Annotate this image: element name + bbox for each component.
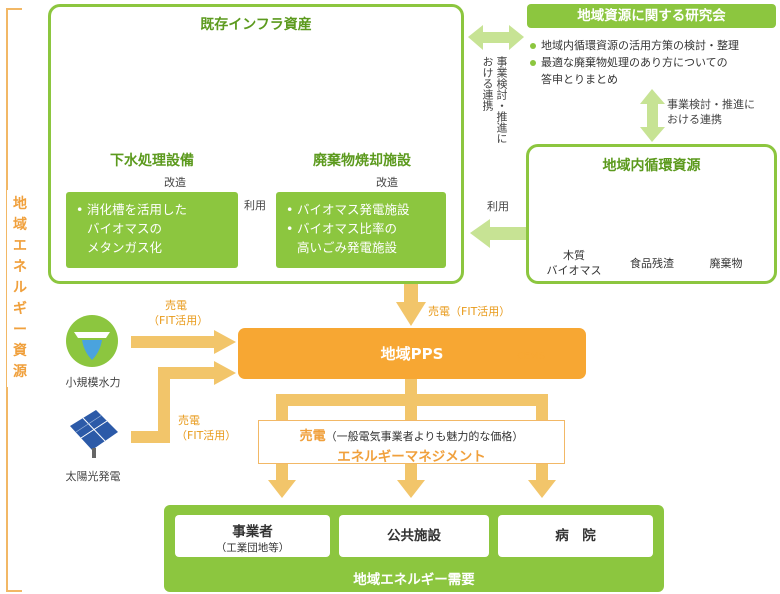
hydro-label: 小規模水力 bbox=[65, 376, 121, 389]
circulation-item-waste: 廃棄物 bbox=[709, 257, 743, 270]
management-line-1: 売電（一般電気事業者よりも魅力的な価格） bbox=[259, 425, 564, 444]
sewage-upgrade-line-3: メタンガス化 bbox=[87, 240, 163, 255]
research-bullets: 地域内循環資源の活用方策の検討・整理 最適な廃棄物処理のあり方についての 答申と… bbox=[529, 37, 779, 88]
demand-card-hospital: 病 院 bbox=[498, 515, 653, 557]
research-title: 地域資源に関する研究会 bbox=[527, 4, 776, 28]
infra-to-pps-arrow bbox=[396, 284, 426, 326]
circulation-item-wood: 木質 バイオマス bbox=[538, 248, 610, 278]
wood-label-2: バイオマス bbox=[546, 264, 602, 277]
incineration-change-label: 改造 bbox=[376, 176, 398, 189]
circulation-to-infra-arrow bbox=[470, 219, 526, 248]
management-note: （一般電気事業者よりも魅力的な価格） bbox=[325, 430, 524, 443]
circulation-box bbox=[526, 144, 777, 284]
management-title: エネルギーマネジメント bbox=[337, 449, 486, 465]
wood-label-1: 木質 bbox=[563, 249, 585, 262]
infra-sell-label: 売電（FIT活用） bbox=[428, 305, 511, 318]
use-label-inner: 利用 bbox=[244, 199, 266, 212]
cems-label: CEMS bbox=[516, 351, 546, 362]
sewage-change-label: 改造 bbox=[164, 176, 186, 189]
solar-sell-label-2: （FIT活用） bbox=[176, 429, 237, 442]
infra-research-link-label: 事業検討・推進における連携 bbox=[481, 56, 508, 144]
use-label-outer: 利用 bbox=[487, 200, 509, 213]
demand-card-public: 公共施設 bbox=[339, 515, 489, 557]
research-bullet-1: 地域内循環資源の活用方策の検討・整理 bbox=[529, 37, 779, 54]
sewage-label: 下水処理設備 bbox=[110, 153, 194, 169]
sewage-upgrade-line-1: 消化槽を活用した bbox=[76, 200, 228, 219]
hydro-sell-label-1: 売電 bbox=[165, 299, 187, 312]
circulation-item-food: 食品残渣 bbox=[630, 257, 674, 270]
incineration-upgrade-line-2: バイオマス比率の bbox=[286, 219, 436, 238]
research-bullet-3: 答申とりまとめ bbox=[541, 73, 618, 86]
demand-label: 地域エネルギー需要 bbox=[353, 572, 475, 588]
infra-research-arrow bbox=[468, 25, 524, 50]
incineration-upgrade-line-1: バイオマス発電施設 bbox=[286, 200, 436, 219]
hydro-sell-label-2: （FIT活用） bbox=[148, 314, 209, 327]
demand-business-label: 事業者 bbox=[232, 524, 273, 540]
demand-card-business: 事業者 （工業団地等） bbox=[175, 515, 330, 557]
solar-to-pps-arrow bbox=[131, 361, 236, 443]
research-circulation-arrow bbox=[640, 89, 665, 142]
incineration-upgrade-box: バイオマス発電施設 バイオマス比率の 高いごみ発電施設 bbox=[276, 192, 446, 268]
side-label: 地域エネルギー資源 bbox=[7, 190, 33, 387]
hydro-to-pps-arrow bbox=[131, 330, 236, 354]
solar-sell-label-1: 売電 bbox=[178, 414, 200, 427]
circulation-title: 地域内循環資源 bbox=[602, 158, 701, 174]
incineration-upgrade-line-3: 高いごみ発電施設 bbox=[297, 240, 398, 255]
pps-box bbox=[238, 328, 586, 379]
energy-management-box: 売電（一般電気事業者よりも魅力的な価格） エネルギーマネジメント bbox=[258, 420, 565, 465]
solar-panel-icon bbox=[70, 410, 118, 458]
demand-business-sub: （工業団地等） bbox=[215, 542, 290, 554]
incineration-label: 廃棄物焼却施設 bbox=[313, 153, 411, 169]
pps-label: 地域PPS bbox=[380, 345, 444, 363]
management-sell-label: 売電 bbox=[299, 429, 326, 444]
infra-title: 既存インフラ資産 bbox=[200, 17, 312, 33]
research-circ-link-line-2: おける連携 bbox=[667, 113, 722, 126]
solar-label: 太陽光発電 bbox=[65, 470, 121, 483]
hydro-dam-icon bbox=[66, 315, 118, 367]
sewage-upgrade-box: 消化槽を活用した バイオマスの メタンガス化 bbox=[66, 192, 238, 268]
research-bullet-2: 最適な廃棄物処理のあり方についての bbox=[529, 54, 779, 71]
research-circ-link-line-1: 事業検討・推進に bbox=[667, 98, 755, 111]
sewage-upgrade-line-2: バイオマスの bbox=[87, 221, 163, 236]
